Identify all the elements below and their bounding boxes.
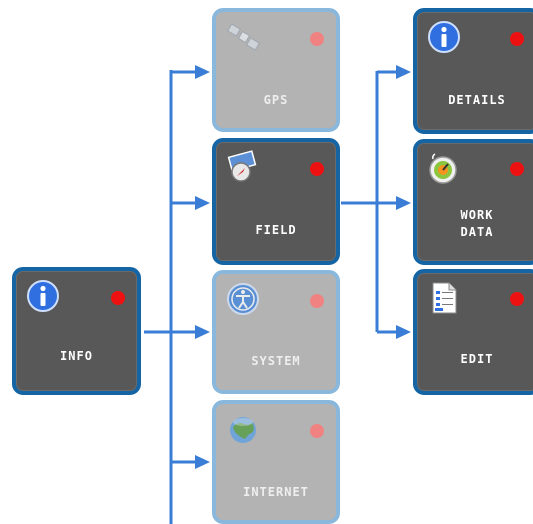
status-dot (310, 294, 324, 308)
tile-label: DETAILS (448, 93, 506, 107)
arrowhead (396, 325, 411, 339)
satellite-icon (226, 20, 261, 54)
tile-edit[interactable]: EDIT (413, 269, 533, 395)
tile-internet[interactable]: INTERNET (212, 400, 340, 524)
accessibility-icon (226, 282, 260, 316)
arrowhead (396, 196, 411, 210)
tile-system[interactable]: SYSTEM (212, 270, 340, 394)
status-dot (310, 32, 324, 46)
field-map-icon (226, 150, 260, 184)
status-dot (510, 32, 524, 46)
status-dot (310, 424, 324, 438)
status-dot (510, 292, 524, 306)
tile-label: INTERNET (243, 485, 309, 499)
tile-details[interactable]: DETAILS (413, 8, 533, 134)
stopwatch-icon (427, 151, 461, 185)
arrowhead (195, 65, 210, 79)
arrowhead (396, 65, 411, 79)
tile-info[interactable]: INFO (12, 267, 141, 395)
arrowhead (195, 455, 210, 469)
arrowhead (195, 325, 210, 339)
tile-label: EDIT (460, 352, 494, 366)
status-dot (510, 162, 524, 176)
status-dot (111, 291, 125, 305)
tile-gps[interactable]: GPS (212, 8, 340, 132)
document-icon (427, 281, 461, 315)
status-dot (310, 162, 324, 176)
tile-label: SYSTEM (251, 354, 301, 368)
info-icon (26, 279, 60, 313)
tile-label: WORK DATA (460, 208, 494, 239)
globe-icon (226, 412, 260, 446)
tile-label: GPS (263, 93, 289, 107)
tile-work-data[interactable]: WORK DATA (413, 139, 533, 265)
tile-label: INFO (60, 349, 93, 363)
tile-field[interactable]: FIELD (212, 138, 340, 265)
arrowhead (195, 196, 210, 210)
info-icon (427, 20, 461, 54)
tile-label: FIELD (255, 223, 297, 237)
